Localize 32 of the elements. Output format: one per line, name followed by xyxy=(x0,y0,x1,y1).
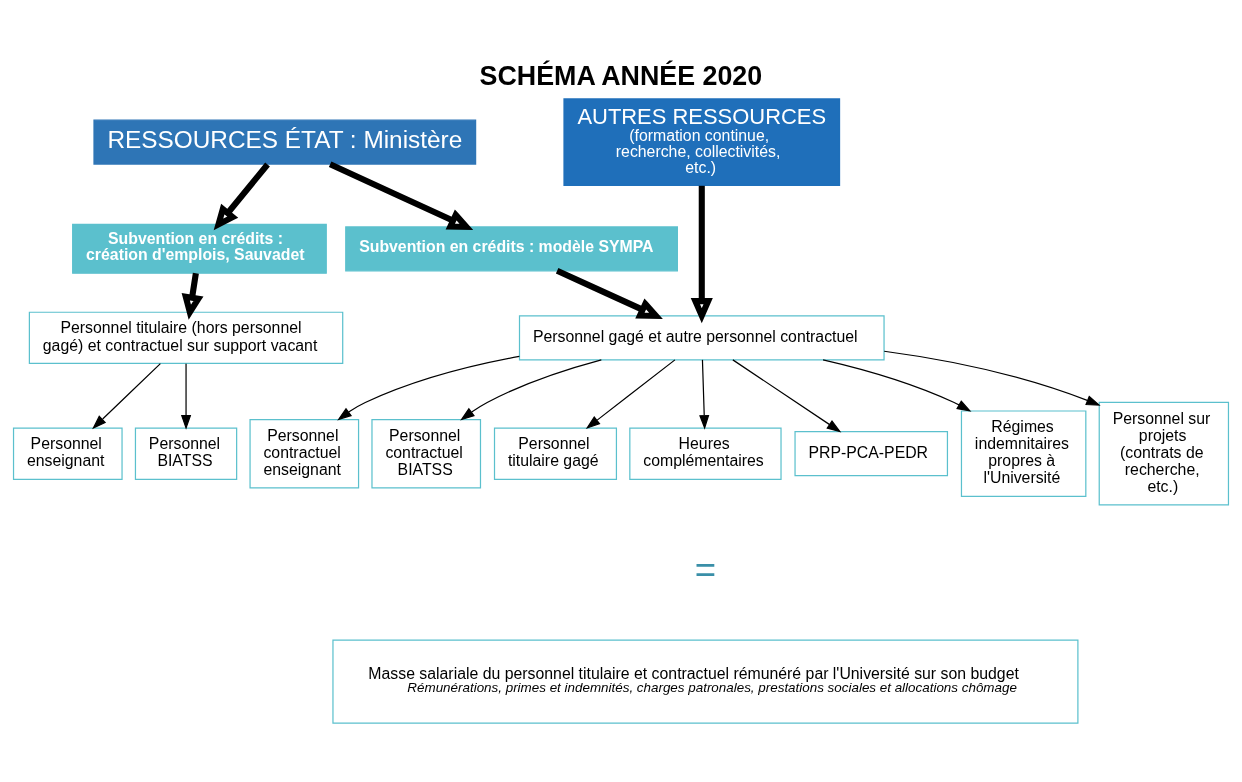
arrow xyxy=(822,358,972,412)
node-box: RESSOURCES ÉTAT : Ministère xyxy=(93,119,477,165)
arrow xyxy=(699,358,710,430)
node-box: Personnel gagé et autre personnel contractuel xyxy=(518,314,885,360)
arrow xyxy=(337,355,520,420)
node-box: Personnel enseignant xyxy=(12,426,123,480)
node-box: Personnel contractuel enseignant xyxy=(249,418,360,488)
arrow xyxy=(883,350,1101,406)
node-box: PRP-PCA-PEDR xyxy=(794,430,949,476)
node-box: Personnel titulaire gagé xyxy=(493,426,618,480)
node-box: AUTRES RESSOURCES (formation continue, recherche, collectivités, etc.) xyxy=(563,97,841,186)
arrow xyxy=(213,162,270,230)
node-box: Heures complémentaires xyxy=(629,426,782,480)
node-box: Subvention en crédits : création d'emplois, Sauvadet xyxy=(72,223,327,274)
node-box: Personnel titulaire (hors personnel gagé) et contractuel sur support vacant xyxy=(28,311,344,364)
node-box: Régimes indemnitaires propres à l'Université xyxy=(960,409,1087,497)
arrow xyxy=(690,185,713,323)
label: = xyxy=(694,548,717,590)
arrow xyxy=(92,362,161,429)
node-box: Subvention en crédits : modèle SYMPA xyxy=(345,225,678,271)
arrow xyxy=(460,358,602,421)
arrow xyxy=(732,358,842,432)
arrow xyxy=(181,272,204,320)
node-box: Personnel contractuel BIATSS xyxy=(371,418,482,488)
arrow xyxy=(180,362,192,430)
arrow xyxy=(555,267,663,319)
arrow xyxy=(328,160,474,230)
node-box: Personnel BIATSS xyxy=(134,426,238,480)
diagram-title: SCHÉMA ANNÉE 2020 xyxy=(479,60,763,91)
arrow xyxy=(585,358,676,429)
node-box: Personnel sur projets (contrats de recherche, etc.) xyxy=(1098,401,1230,505)
node-box: Masse salariale du personnel titulaire et contractuel rémunéré par l'Université sur son budget Rémunérations, primes et indemnités, charges patronales, prestations sociales et allocations chômage xyxy=(332,639,1079,724)
